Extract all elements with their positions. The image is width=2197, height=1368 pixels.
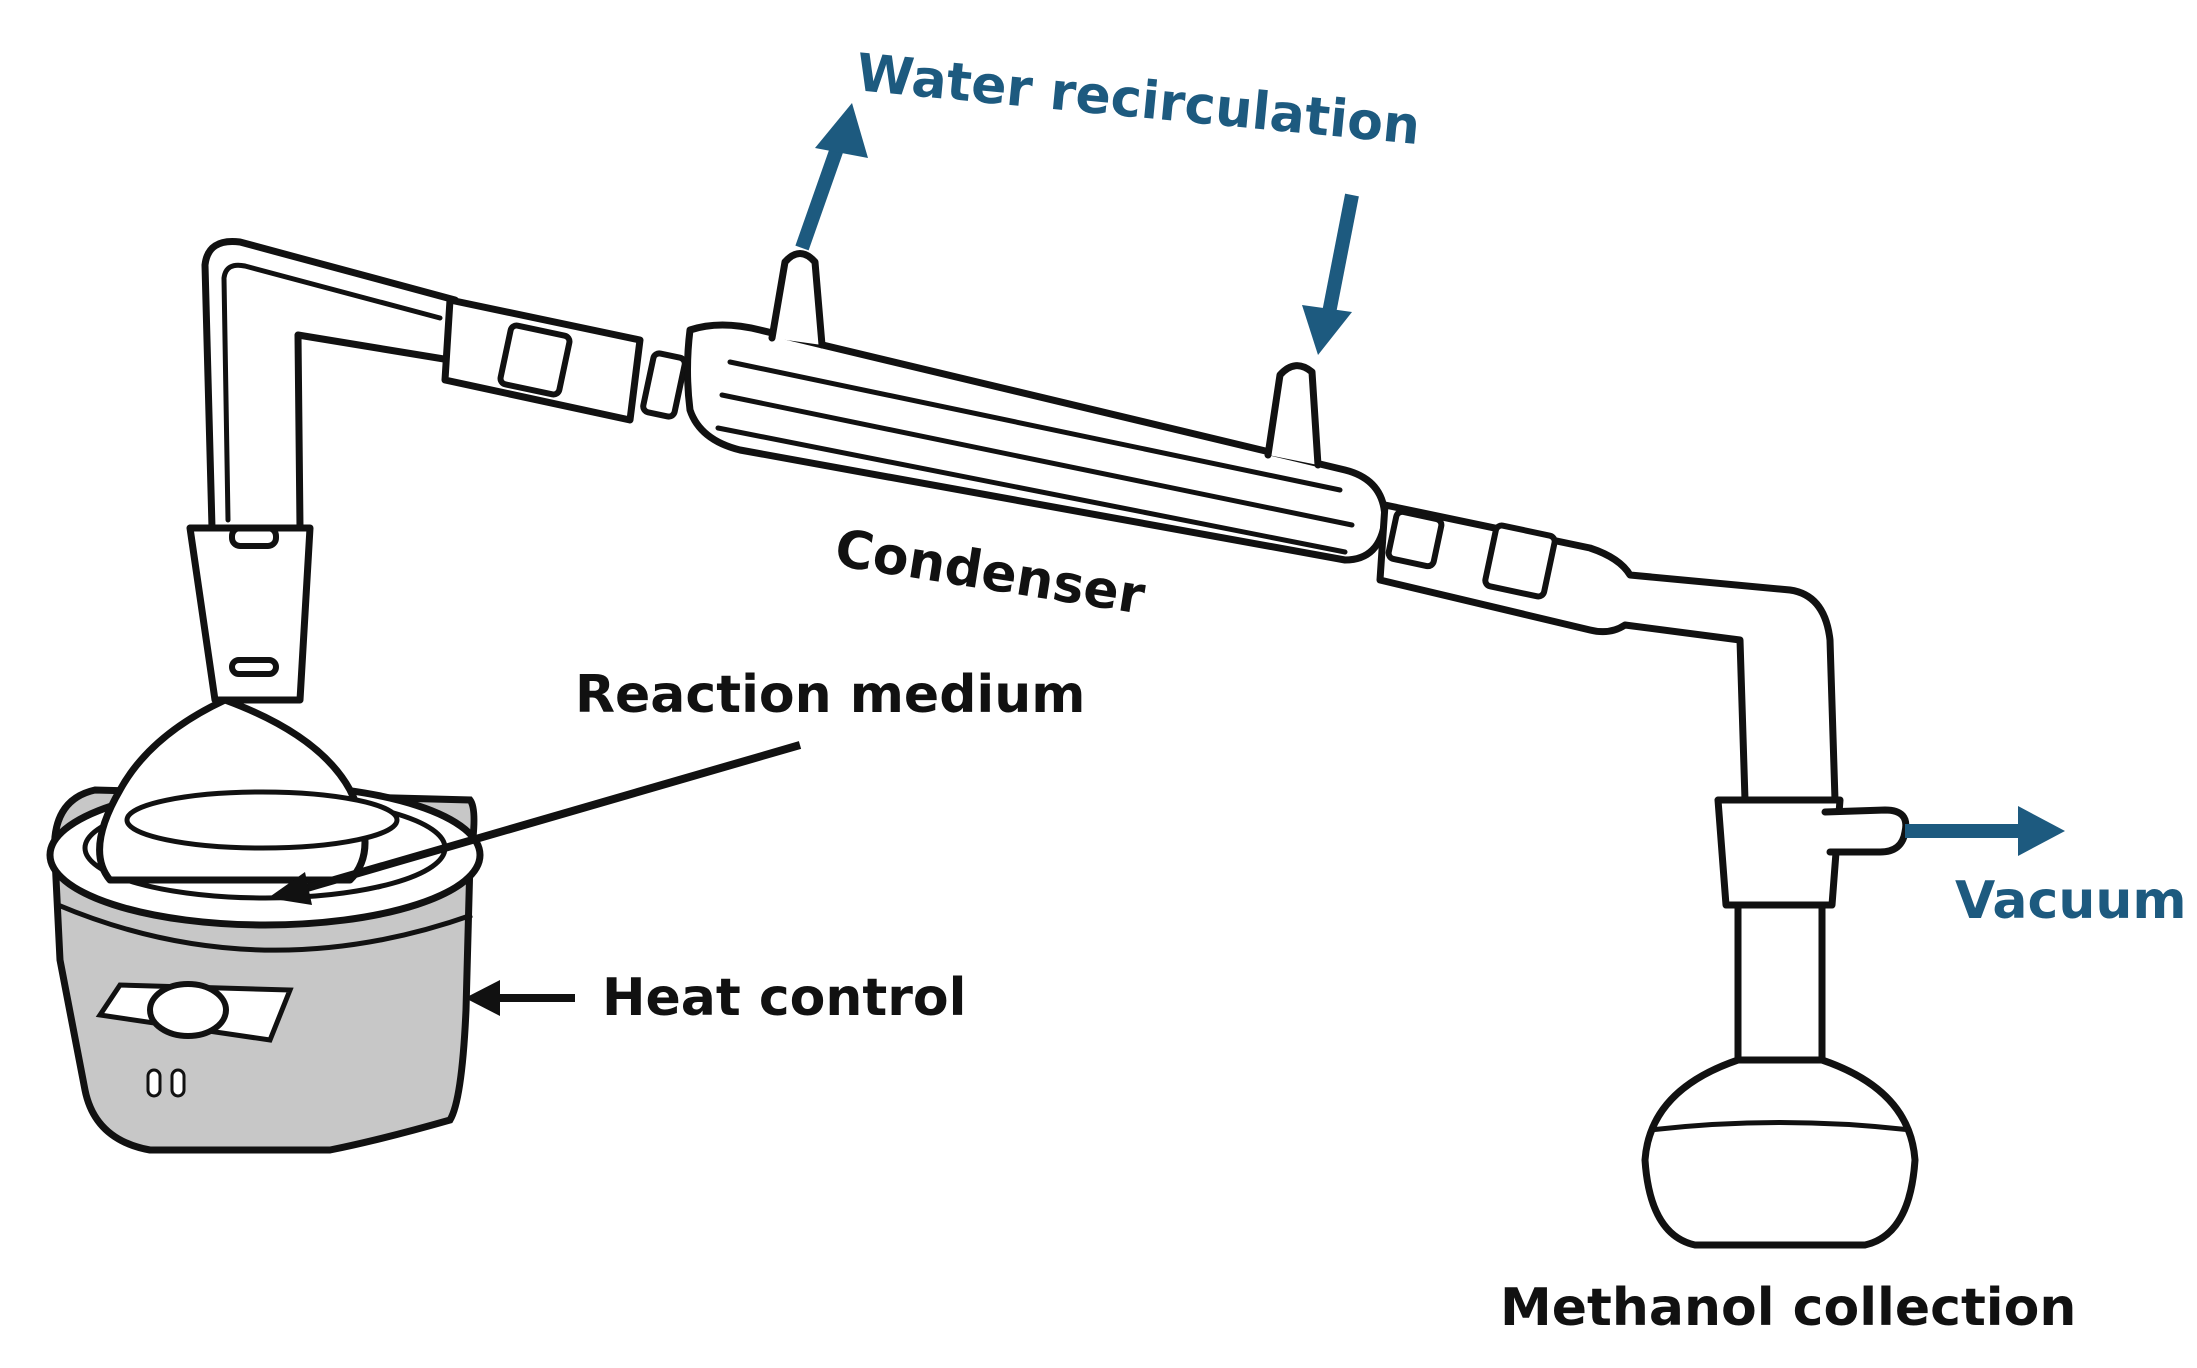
reaction-flask — [96, 524, 400, 884]
vacuum-adapter-body — [1714, 796, 1844, 909]
condenser-inner-tube-3 — [715, 425, 1348, 555]
label-reaction-medium: Reaction medium — [575, 665, 1085, 725]
vacuum-arrow-head — [2018, 806, 2065, 856]
water-out-arrow-head — [815, 103, 868, 158]
takeoff-adapter — [1376, 501, 1839, 804]
vacuum-side-arm — [1821, 806, 1910, 856]
indicator-lights — [146, 1068, 186, 1098]
water-outlet-nozzle — [768, 250, 826, 349]
label-heat-control: Heat control — [602, 968, 966, 1028]
control-knob — [147, 981, 229, 1039]
heat-control-arrow-head — [465, 980, 500, 1016]
water-out-arrow — [795, 137, 847, 251]
condenser-jacket — [684, 321, 1389, 564]
methanol-liquid-level — [1649, 1120, 1911, 1133]
label-water-recirculation: Water recirculation — [854, 43, 1423, 157]
distillation-head — [201, 237, 459, 532]
receiving-flask — [1641, 901, 1919, 1249]
label-vacuum: Vacuum — [1955, 871, 2187, 931]
condenser — [441, 250, 1389, 564]
control-panel — [95, 981, 294, 1043]
receiving-flask-body — [1641, 1056, 1919, 1249]
receiving-flask-neck — [1734, 901, 1826, 1064]
water-inlet-nozzle — [1264, 362, 1322, 469]
condenser-inner-tube-1 — [727, 359, 1343, 493]
flask-neck-joint-lower — [229, 657, 279, 677]
reaction-medium-surface — [124, 789, 400, 851]
reaction-medium-arrow — [298, 741, 802, 894]
label-methanol-collection: Methanol collection — [1500, 1278, 2076, 1338]
distillation-head-inner — [221, 262, 443, 523]
reaction-flask-body — [96, 696, 369, 884]
reaction-medium-arrow-head — [268, 872, 312, 905]
vacuum-adapter — [1714, 796, 1910, 909]
water-in-arrow-head — [1302, 305, 1352, 355]
label-condenser: Condenser — [831, 519, 1149, 627]
condenser-inner-tube-2 — [719, 392, 1355, 528]
heating-mantle-band — [57, 902, 473, 953]
water-in-arrow — [1321, 193, 1359, 320]
